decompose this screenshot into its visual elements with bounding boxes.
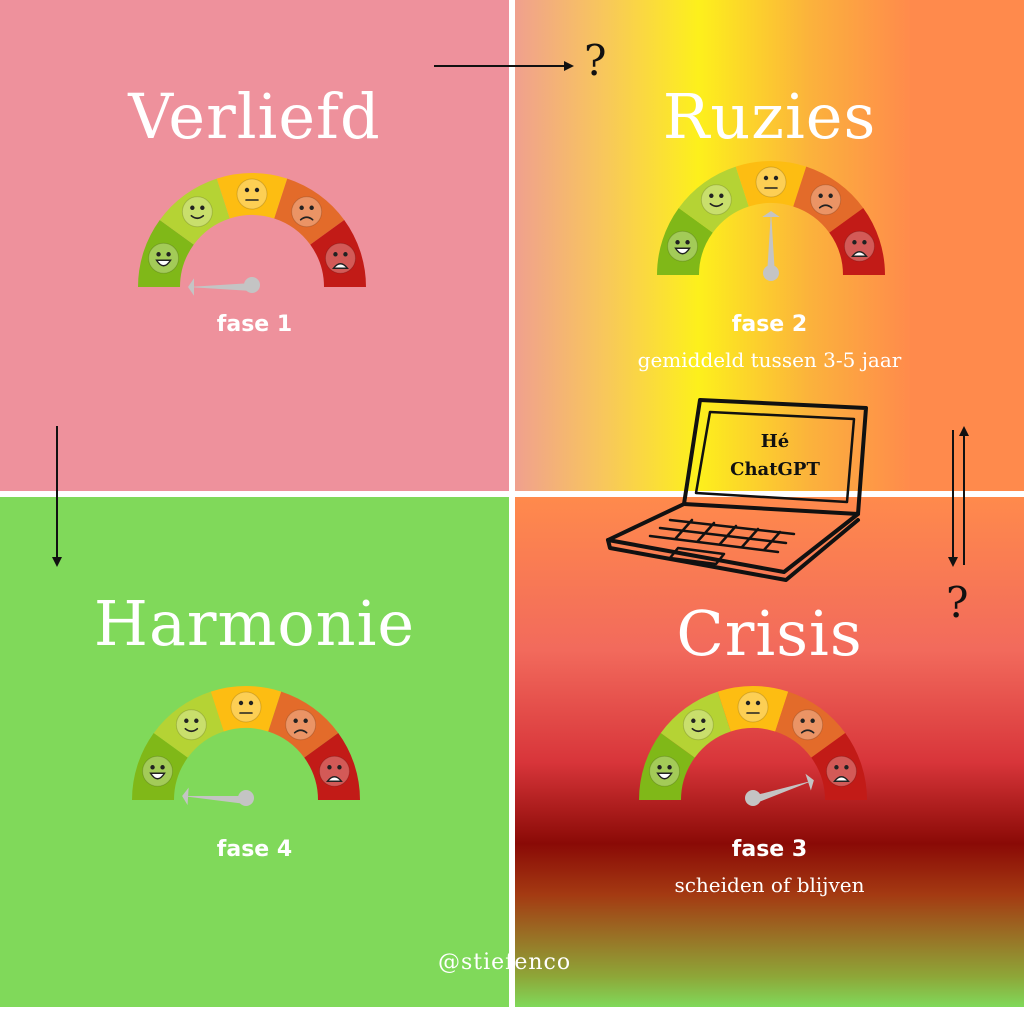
gauge-segment (775, 691, 846, 758)
neutral-face-icon (236, 178, 268, 210)
smiling-face-icon (175, 709, 207, 741)
frowning-face-icon (792, 709, 824, 741)
frowning-face-icon (285, 709, 317, 741)
phase-title-ruzies: Ruzies (662, 80, 877, 153)
laughing-face-icon (649, 755, 681, 787)
laptop-line-1: Hé (760, 431, 790, 452)
quadrant-verliefd: Verliefd fase 1 (0, 0, 509, 491)
phase-subtitle-crisis: scheiden of blijven (674, 873, 865, 897)
laptop-line-2: ChatGPT (730, 459, 820, 480)
gauge-segment (811, 732, 867, 800)
gauge-segment (657, 207, 713, 275)
phase-label-fase-1: fase 1 (216, 312, 293, 337)
gauge-segment (216, 173, 288, 219)
smiling-face-icon (181, 196, 213, 228)
gauge-needle (188, 277, 260, 296)
gauge-segment (268, 691, 339, 758)
mood-gauge-crisis (639, 686, 867, 806)
phase-label-fase-3: fase 3 (731, 837, 808, 862)
gauge-segment (829, 207, 885, 275)
author-handle: @stiefenco (438, 950, 572, 975)
phase-label-fase-2: fase 2 (731, 312, 808, 337)
quadrant-harmonie: Harmonie fase 4 (0, 497, 509, 1007)
gauge-needle (745, 773, 814, 806)
gauge-segment (717, 686, 789, 732)
frowning-face-icon (291, 196, 323, 228)
gauge-segment (660, 691, 731, 758)
frowning-face-icon (810, 184, 842, 216)
laptop-icon (606, 398, 868, 582)
laughing-face-icon (142, 755, 174, 787)
laptop-screen-text: Hé ChatGPT (700, 428, 850, 484)
question-mark-top: ? (584, 36, 607, 85)
gauge-segment (639, 732, 695, 800)
gauge-segment (159, 178, 230, 245)
gauge-segment (132, 732, 188, 800)
phase-subtitle-ruzies: gemiddeld tussen 3-5 jaar (637, 348, 902, 372)
smiling-face-icon (700, 184, 732, 216)
laughing-face-icon (667, 230, 699, 262)
phase-label-fase-4: fase 4 (216, 837, 293, 862)
gauge-segment (274, 178, 345, 245)
mood-gauge-harmonie (132, 686, 360, 806)
smiling-face-icon (682, 709, 714, 741)
gauge-segment (210, 686, 282, 732)
gauge-segment (678, 166, 749, 233)
gauge-segment (793, 166, 864, 233)
neutral-face-icon (755, 166, 787, 198)
laughing-face-icon (148, 242, 180, 274)
mood-gauge-ruzies (657, 161, 885, 281)
gauge-segment (304, 732, 360, 800)
crying-face-icon (318, 755, 350, 787)
gauge-needle (762, 211, 780, 281)
gauge-segment (138, 219, 194, 287)
neutral-face-icon (230, 691, 262, 723)
crying-face-icon (843, 230, 875, 262)
gauge-needle (182, 787, 254, 806)
quadrant-crisis: Crisis fase 3 scheiden of blijven (515, 497, 1024, 1007)
phase-title-crisis: Crisis (676, 597, 863, 670)
gauge-segment (153, 691, 224, 758)
gauge-segment (735, 161, 807, 207)
gauge-segment (310, 219, 366, 287)
neutral-face-icon (737, 691, 769, 723)
question-mark-right: ? (946, 578, 969, 627)
mood-gauge-verliefd (138, 173, 366, 296)
phase-title-verliefd: Verliefd (128, 80, 381, 153)
crying-face-icon (324, 242, 356, 274)
quadrant-ruzies: Ruzies fase 2 gemiddeld tussen 3-5 jaar (515, 0, 1024, 491)
crying-face-icon (825, 755, 857, 787)
phase-title-harmonie: Harmonie (93, 587, 416, 660)
